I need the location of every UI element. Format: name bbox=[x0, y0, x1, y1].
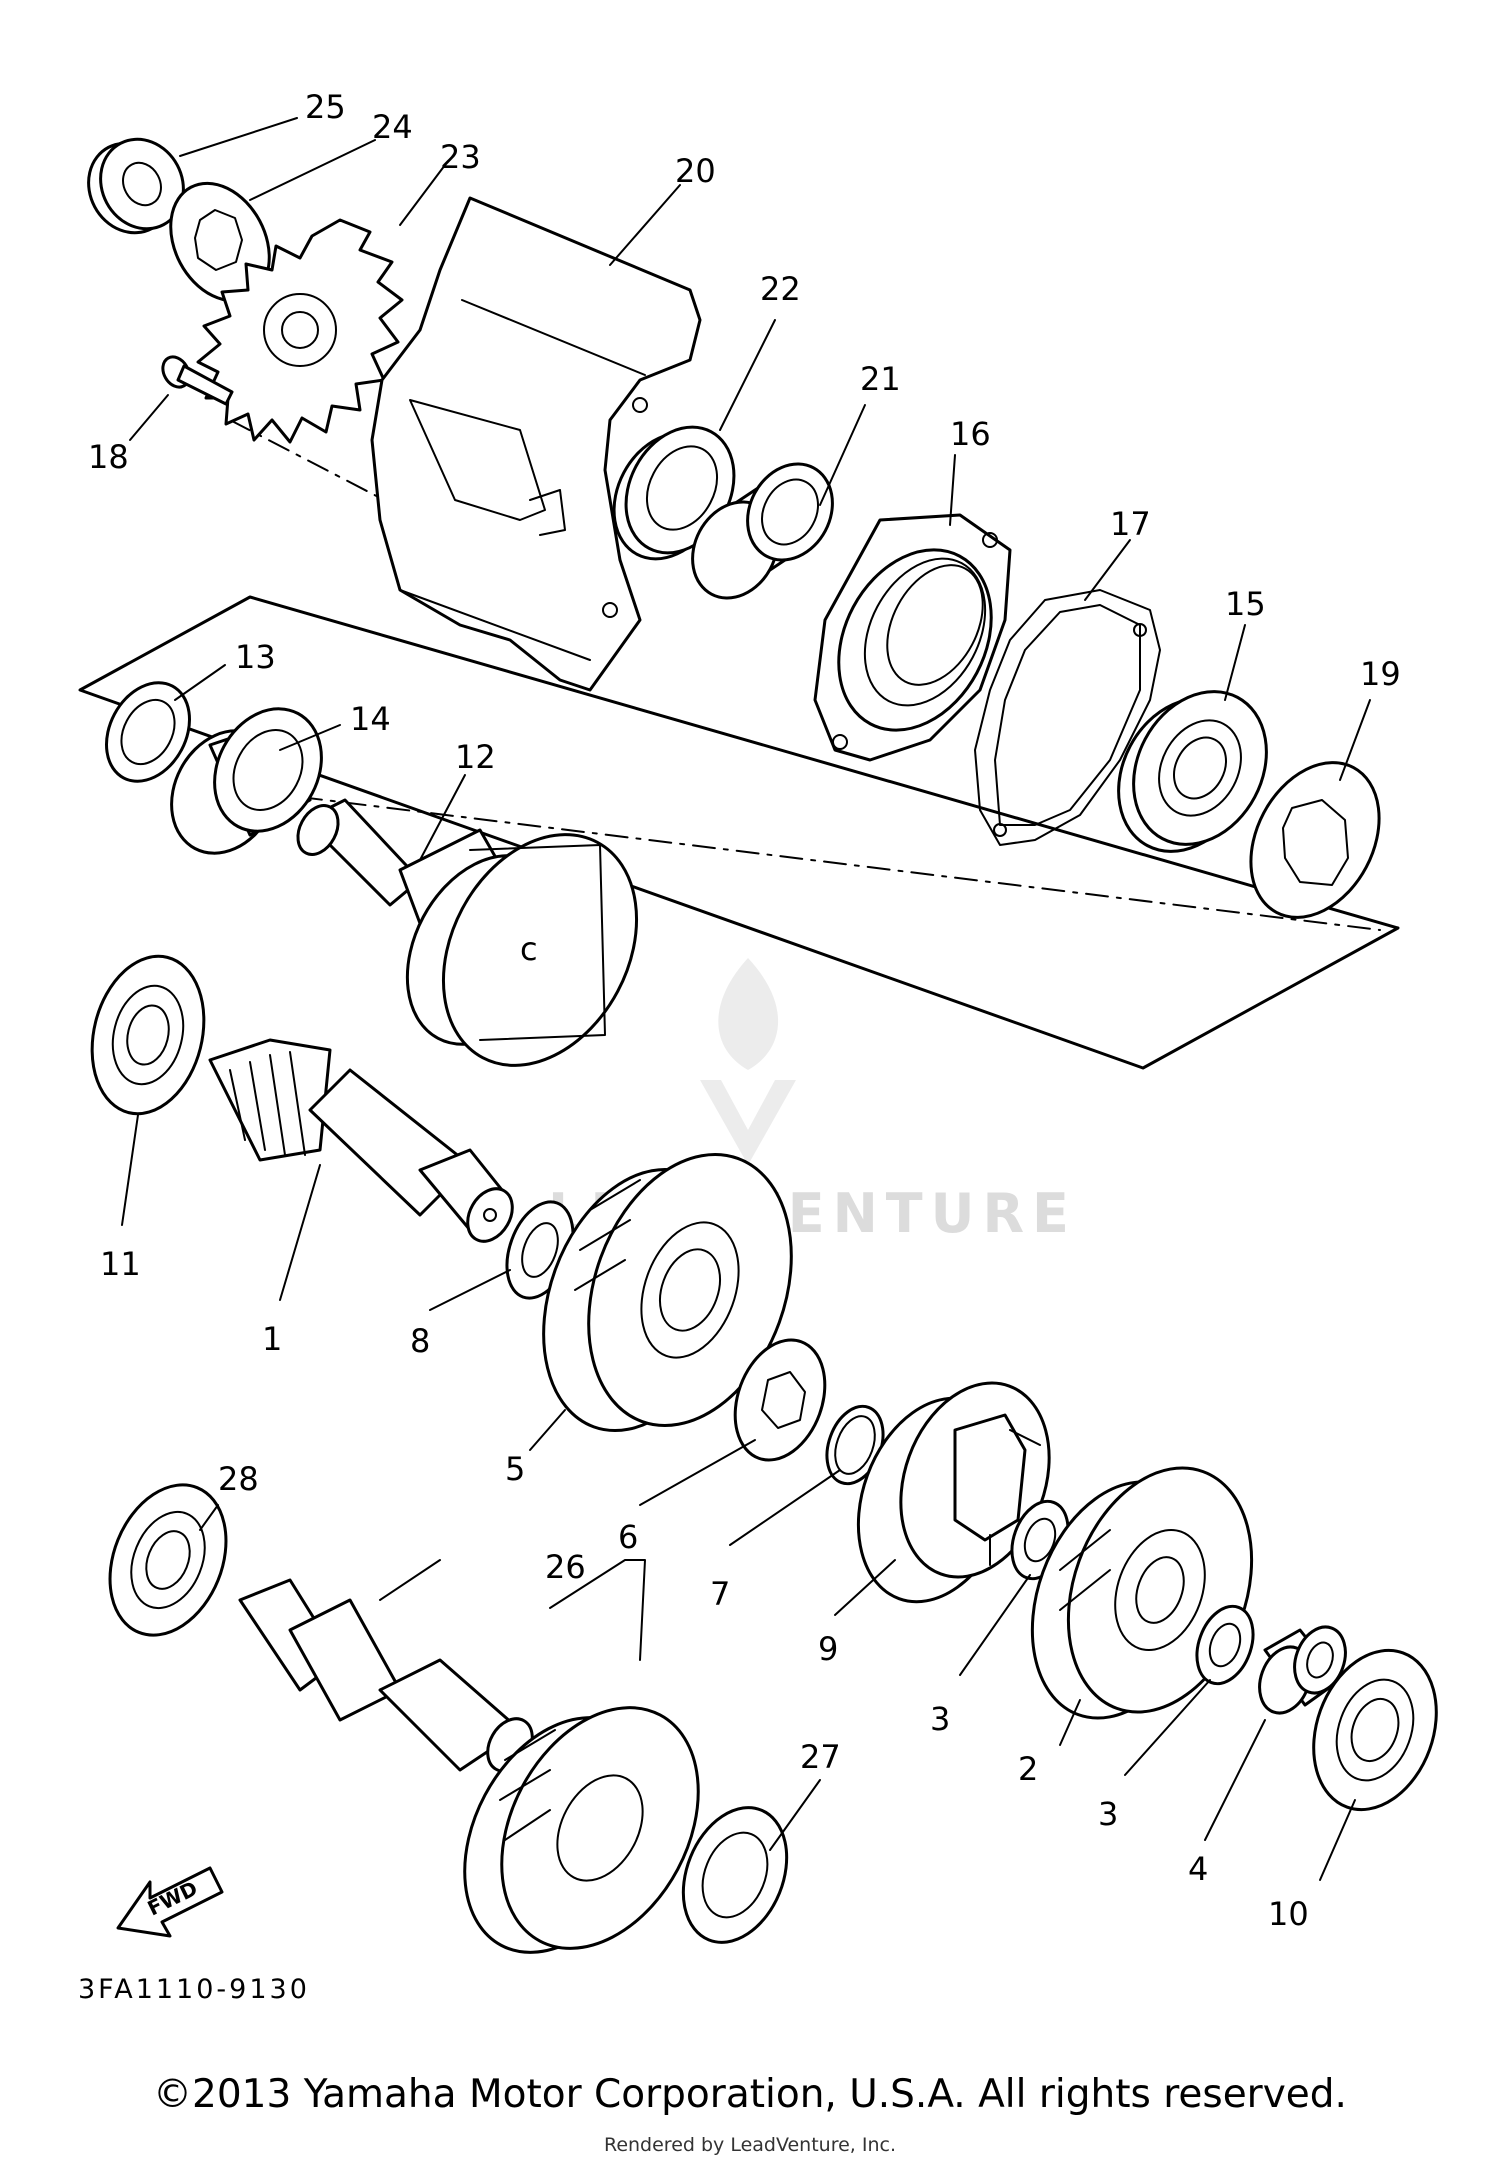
callout-15: 15 bbox=[1225, 585, 1266, 623]
part-17-gasket bbox=[974, 589, 1161, 846]
fwd-arrow-icon: FWD bbox=[116, 1866, 224, 1938]
callout-7: 7 bbox=[710, 1575, 730, 1613]
callout-2: 2 bbox=[1018, 1750, 1038, 1788]
part-12-gear: c bbox=[296, 798, 639, 1067]
callout-23: 23 bbox=[440, 138, 481, 176]
part-10-bearing bbox=[1312, 1648, 1438, 1812]
part-14-needle-bearing bbox=[170, 707, 323, 855]
diagram-code: 3FA1110-9130 bbox=[78, 1974, 310, 2005]
part-28-bearing bbox=[108, 1483, 228, 1637]
callout-10: 10 bbox=[1268, 1895, 1309, 1933]
copyright-notice: ©2013 Yamaha Motor Corporation, U.S.A. A… bbox=[153, 2072, 1347, 2117]
callout-11: 11 bbox=[100, 1245, 141, 1283]
callout-9: 9 bbox=[818, 1630, 838, 1668]
callout-16: 16 bbox=[950, 415, 991, 453]
callout-18: 18 bbox=[88, 438, 129, 476]
part-20-case-cover bbox=[370, 196, 702, 692]
rendered-by-notice: Rendered by LeadVenture, Inc. bbox=[603, 2134, 897, 2156]
part-5-gear bbox=[542, 1152, 793, 1433]
svg-text:c: c bbox=[520, 930, 538, 968]
subassembly-outline bbox=[78, 595, 1400, 1070]
callout-labels: 25 24 23 20 22 21 16 17 15 19 18 13 14 1… bbox=[88, 88, 1401, 1933]
callout-8: 8 bbox=[410, 1322, 430, 1360]
callout-21: 21 bbox=[860, 360, 901, 398]
part-27-bearing bbox=[681, 1806, 789, 1944]
callout-22: 22 bbox=[760, 270, 801, 308]
part-25-nut bbox=[87, 137, 185, 235]
part-9-dog-clutch bbox=[856, 1381, 1051, 1604]
part-16-bearing-housing bbox=[813, 513, 1012, 762]
part-23-drive-sprocket bbox=[196, 218, 404, 444]
callout-25: 25 bbox=[305, 88, 346, 126]
callout-17: 17 bbox=[1110, 505, 1151, 543]
callout-4: 4 bbox=[1188, 1850, 1208, 1888]
callout-3-lower: 3 bbox=[1098, 1795, 1118, 1833]
part-13-washer bbox=[105, 681, 191, 783]
part-6-splined-washer bbox=[733, 1338, 827, 1462]
reference-line-lower bbox=[299, 796, 1381, 931]
callout-13: 13 bbox=[235, 638, 276, 676]
part-26-counter-shaft bbox=[238, 1578, 700, 1954]
callout-24: 24 bbox=[372, 108, 413, 146]
part-1-main-shaft bbox=[208, 1038, 514, 1243]
part-3-washer-lower bbox=[1195, 1604, 1255, 1686]
part-2-gear bbox=[1030, 1466, 1254, 1720]
callout-6: 6 bbox=[618, 1518, 638, 1556]
callout-5: 5 bbox=[505, 1450, 525, 1488]
callout-19: 19 bbox=[1360, 655, 1401, 693]
callout-3-upper: 3 bbox=[930, 1700, 950, 1738]
callout-14: 14 bbox=[350, 700, 391, 738]
callout-12: 12 bbox=[455, 738, 496, 776]
part-11-bearing bbox=[90, 954, 206, 1116]
part-19-lock-washer bbox=[1249, 761, 1381, 919]
part-21-collar bbox=[691, 462, 834, 600]
callout-27: 27 bbox=[800, 1738, 841, 1776]
callout-1: 1 bbox=[262, 1320, 282, 1358]
part-18-bolt bbox=[161, 355, 234, 406]
part-4-bushing bbox=[1258, 1625, 1347, 1715]
callout-28: 28 bbox=[218, 1460, 259, 1498]
callout-26: 26 bbox=[545, 1548, 586, 1586]
leader-lines bbox=[121, 117, 1371, 1881]
part-15-bearing bbox=[1117, 690, 1268, 853]
callout-20: 20 bbox=[675, 152, 716, 190]
